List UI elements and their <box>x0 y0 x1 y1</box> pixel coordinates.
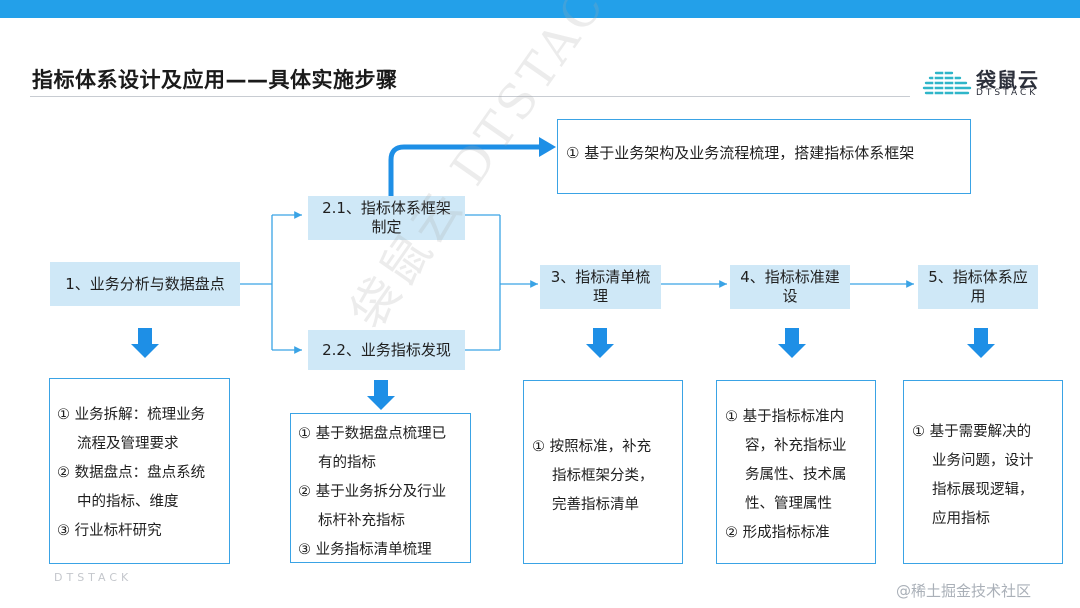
detail-4-line: ① 基于指标标准内 <box>725 409 845 425</box>
detail-5-line: 应用指标 <box>932 511 990 527</box>
step-5-box: 5、指标体系应用 <box>918 265 1038 309</box>
detail-3-line: 指标框架分类， <box>552 468 654 484</box>
detail-1-line: ③ 行业标杆研究 <box>57 523 162 539</box>
detail-4-line: ② 形成指标标准 <box>725 525 830 541</box>
footer-brand: DTSTACK <box>54 571 133 584</box>
cloud-logo-icon <box>922 70 972 96</box>
down-arrow-5 <box>967 328 995 358</box>
detail-3-line: ① 按照标准，补充 <box>532 439 652 455</box>
detail-4-line: 性、管理属性 <box>745 496 832 512</box>
detail-2-line: 有的指标 <box>318 455 376 471</box>
brand-logo: 袋鼠云 DTSTACK <box>922 64 1042 100</box>
step-2-2-box: 2.2、业务指标发现 <box>308 330 465 370</box>
down-arrow-3 <box>586 328 614 358</box>
detail-5-line: 业务问题，设计 <box>932 453 1034 469</box>
detail-box-5: ① 基于需要解决的 业务问题，设计 指标展现逻辑， 应用指标 <box>903 380 1063 564</box>
step-4-label: 4、指标标准建设 <box>740 268 840 305</box>
detail-1-line: ① 业务拆解：梳理业务 <box>57 407 206 423</box>
title-divider <box>30 96 910 97</box>
detail-4-line: 容，补充指标业 <box>745 438 847 454</box>
top-note-text: ① 基于业务架构及业务流程梳理，搭建指标体系框架 <box>566 144 915 162</box>
down-arrow-2 <box>367 380 395 410</box>
detail-box-1: ① 业务拆解：梳理业务 流程及管理要求 ② 数据盘点：盘点系统 中的指标、维度 … <box>49 378 230 564</box>
top-note-box: ① 基于业务架构及业务流程梳理，搭建指标体系框架 <box>557 119 971 194</box>
step-1-label: 1、业务分析与数据盘点 <box>65 274 225 293</box>
step-1-box: 1、业务分析与数据盘点 <box>50 262 240 306</box>
step-3-label: 3、指标清单梳理 <box>550 268 651 305</box>
detail-5-line: ① 基于需要解决的 <box>912 424 1032 440</box>
curved-connector-to-note <box>388 144 541 196</box>
down-arrow-1 <box>131 328 159 358</box>
detail-box-4: ① 基于指标标准内 容，补充指标业 务属性、技术属 性、管理属性 ② 形成指标标… <box>716 380 876 564</box>
top-accent-bar <box>0 0 1080 18</box>
step-2-2-label: 2.2、业务指标发现 <box>322 340 451 359</box>
step-2-1-label: 2.1、指标体系框架制定 <box>322 199 451 236</box>
detail-3-line: 完善指标清单 <box>552 497 639 513</box>
detail-box-2: ① 基于数据盘点梳理已 有的指标 ② 基于业务拆分及行业 标杆补充指标 ③ 业务… <box>290 413 471 563</box>
curved-arrowhead <box>539 137 556 157</box>
brand-subtitle: DTSTACK <box>976 88 1039 98</box>
detail-2-line: 标杆补充指标 <box>318 513 405 529</box>
detail-box-3: ① 按照标准，补充 指标框架分类， 完善指标清单 <box>523 380 683 564</box>
detail-5-line: 指标展现逻辑， <box>932 482 1034 498</box>
page-title: 指标体系设计及应用——具体实施步骤 <box>32 68 398 92</box>
source-credit: @稀土掘金技术社区 <box>896 582 1032 600</box>
step-3-box: 3、指标清单梳理 <box>540 265 661 309</box>
detail-4-line: 务属性、技术属 <box>745 467 847 483</box>
detail-2-line: ① 基于数据盘点梳理已 <box>298 426 447 442</box>
detail-1-line: 流程及管理要求 <box>77 436 179 452</box>
detail-2-line: ② 基于业务拆分及行业 <box>298 484 447 500</box>
step-2-1-box: 2.1、指标体系框架制定 <box>308 196 465 240</box>
detail-2-line: ③ 业务指标清单梳理 <box>298 542 432 558</box>
detail-1-line: 中的指标、维度 <box>77 494 179 510</box>
step-4-box: 4、指标标准建设 <box>730 265 850 309</box>
detail-1-line: ② 数据盘点：盘点系统 <box>57 465 206 481</box>
down-arrow-4 <box>778 328 806 358</box>
brand-name: 袋鼠云 <box>976 68 1039 92</box>
step-5-label: 5、指标体系应用 <box>928 268 1028 305</box>
